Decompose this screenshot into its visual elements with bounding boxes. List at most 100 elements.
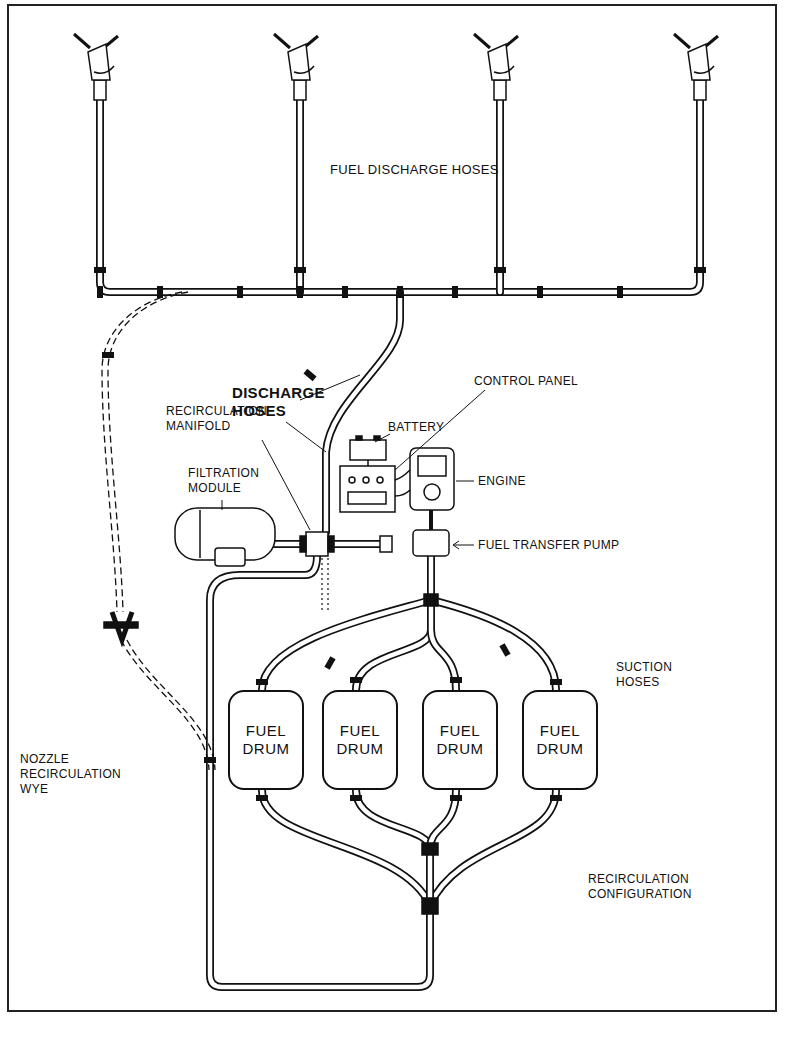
control-panel	[340, 466, 395, 512]
nozzle-spout	[74, 34, 118, 48]
fuel-transfer-pump	[413, 530, 449, 556]
part-label: FUEL TRANSFER PUMP	[478, 538, 619, 553]
hose-coupling	[324, 656, 335, 669]
hose-outline	[334, 540, 380, 548]
hose-coupling	[499, 643, 510, 656]
hose-bore	[356, 790, 430, 849]
hose-coupling	[617, 286, 623, 298]
hose-coupling	[350, 795, 362, 801]
hose-coupling	[303, 369, 316, 381]
hose-bore	[356, 600, 431, 690]
hose-coupling	[350, 677, 362, 683]
panel-gauge	[348, 492, 386, 504]
hose-coupling	[450, 795, 462, 801]
nozzle-spout	[274, 34, 318, 48]
part-label: NOZZLE RECIRCULATION WYE	[20, 752, 124, 797]
hose-bore	[262, 790, 430, 905]
hose-coupling	[550, 795, 562, 801]
leader-line	[456, 481, 474, 482]
optional-hose	[121, 640, 209, 770]
part-label: CONTROL PANEL	[474, 374, 578, 389]
optional-hose	[321, 558, 322, 610]
nozzle-lever	[94, 66, 114, 73]
hose-outline	[430, 790, 556, 905]
part-label: SUCTION HOSES	[616, 660, 692, 690]
panel-switch	[363, 477, 369, 483]
wires	[368, 460, 410, 496]
hose-coupling	[452, 286, 458, 298]
hose-coupling	[237, 286, 243, 298]
battery	[350, 440, 386, 460]
hose-coupling	[94, 267, 106, 273]
nozzle-swivel	[94, 80, 106, 100]
part-label: RECIRCULATION MANIFOLD	[166, 404, 278, 434]
hose-coupling	[694, 267, 706, 273]
fuel-nozzle	[274, 34, 318, 100]
nozzle-swivel	[294, 80, 306, 100]
drum-label: FUEL DRUM	[324, 722, 396, 758]
hose-outline	[356, 600, 431, 690]
part-label: BATTERY	[388, 420, 444, 435]
leader-lines	[222, 375, 485, 549]
hose-coupling	[256, 679, 268, 685]
battery-terminal	[356, 436, 362, 440]
hose-outline	[431, 600, 456, 690]
hose-coupling	[537, 286, 543, 298]
part-label: RECIRCULATION CONFIGURATION	[588, 872, 720, 902]
hose-bore	[428, 849, 433, 905]
leader-line	[375, 434, 390, 442]
hose-outline	[275, 540, 300, 548]
nozzle-body	[688, 44, 710, 80]
hose-bore	[275, 542, 300, 547]
hose-bore	[298, 100, 303, 292]
hose-coupling	[294, 267, 306, 273]
hose-coupling	[550, 679, 562, 685]
leader-line	[222, 500, 223, 510]
nozzle-swivel	[694, 80, 706, 100]
suction-wye	[424, 594, 438, 606]
hose-coupling	[397, 286, 403, 298]
nozzle-lever	[494, 66, 514, 73]
fuel-drum: FUEL DRUM	[322, 690, 398, 790]
fuel-nozzle	[74, 34, 118, 100]
cross-fitting	[422, 898, 438, 914]
hose-coupling	[157, 286, 163, 298]
drum-label: FUEL DRUM	[524, 722, 596, 758]
hose-outline	[356, 790, 430, 849]
hose-coupling	[494, 267, 506, 273]
pump-shaft	[429, 510, 433, 530]
hose-outline	[262, 790, 430, 905]
part-label: FUEL DISCHARGE HOSES	[330, 162, 580, 178]
fuel-drum: FUEL DRUM	[422, 690, 498, 790]
hose-outline	[262, 600, 431, 690]
hose-bore	[431, 600, 456, 690]
hose-bore	[334, 542, 380, 547]
hose-coupling	[297, 286, 303, 298]
hose-bore	[262, 600, 431, 690]
nozzle-spout	[474, 34, 518, 48]
tee-fitting	[422, 843, 438, 855]
hose-bore	[210, 556, 430, 987]
nozzle-body	[88, 44, 110, 80]
nozzle-spout	[674, 34, 718, 48]
panel-switch	[349, 477, 355, 483]
leader-line	[262, 440, 310, 530]
hose-outline	[426, 849, 434, 905]
fitting	[300, 536, 306, 552]
equipment	[104, 436, 454, 914]
hose-coupling	[342, 286, 348, 298]
hose-outline	[496, 100, 504, 292]
optional-hose	[102, 292, 182, 612]
fuel-nozzle	[674, 34, 718, 100]
hose-outline	[296, 100, 304, 292]
engine-detail	[424, 484, 440, 500]
fitting	[328, 536, 334, 552]
leader-line	[286, 422, 326, 452]
fuel-drum: FUEL DRUM	[522, 690, 598, 790]
nozzle-lever	[294, 66, 314, 73]
hose-bore	[100, 100, 700, 292]
optional-hose	[108, 292, 188, 612]
optional-hose	[327, 558, 328, 610]
frame	[8, 5, 776, 1011]
nozzle-body	[488, 44, 510, 80]
